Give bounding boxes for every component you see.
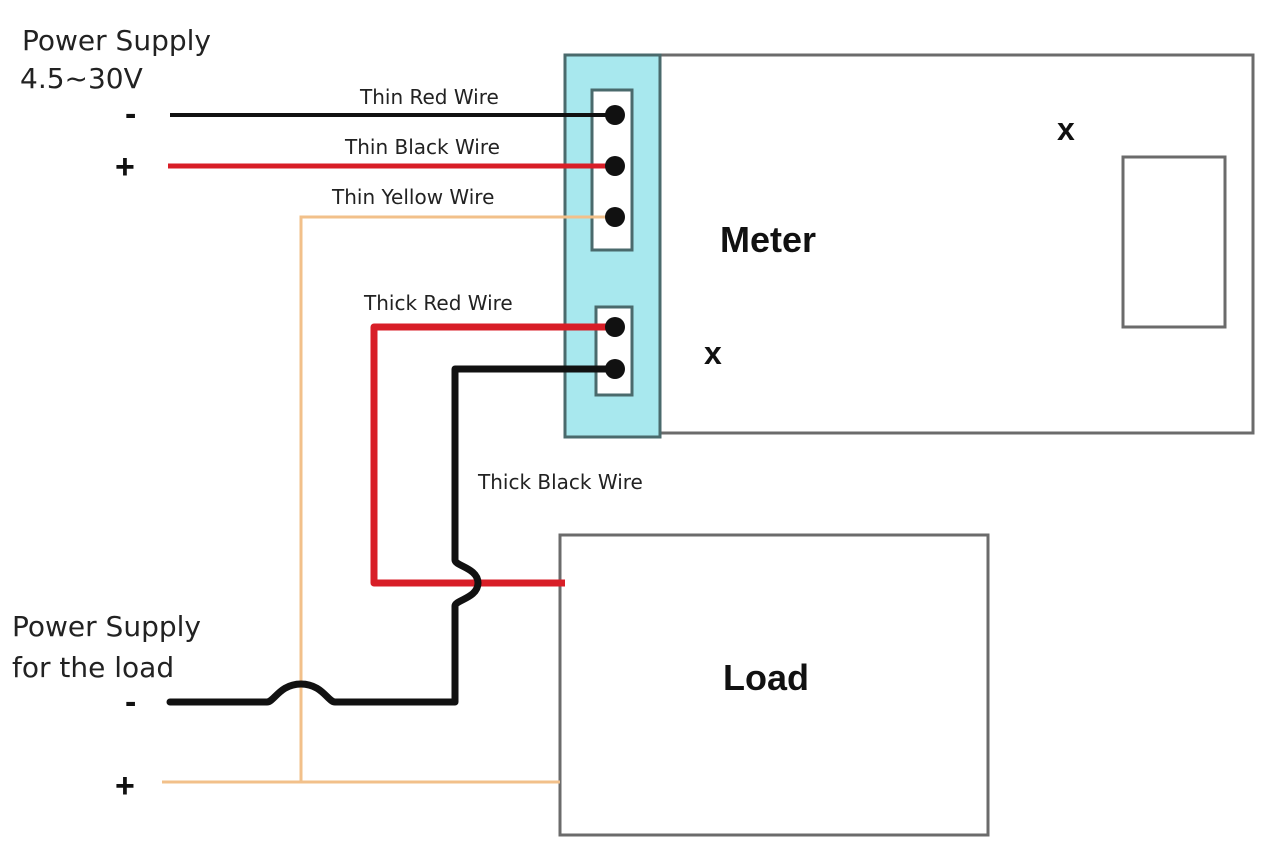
load-box xyxy=(558,533,990,837)
supply-plus-sign: + xyxy=(115,148,135,186)
load-label: Load xyxy=(723,657,809,698)
terminal-dot-thin-yellow xyxy=(605,207,625,227)
thick-red-wire-label: Thick Red Wire xyxy=(363,291,513,315)
terminal-dot-thin-red xyxy=(605,105,625,125)
load-supply-title-line2: for the load xyxy=(12,651,174,684)
load-supply-plus-sign: + xyxy=(115,767,135,805)
meter-label: Meter xyxy=(720,219,816,260)
thin-black-wire-label: Thin Black Wire xyxy=(344,135,500,159)
thin-red-wire-label: Thin Red Wire xyxy=(359,85,499,109)
thick-red-wire-line xyxy=(370,323,615,587)
meter-mark-top: x xyxy=(1057,111,1075,147)
thick-black-wire-line xyxy=(166,365,619,706)
supply-minus-sign: - xyxy=(125,95,136,133)
thick-black-wire-label: Thick Black Wire xyxy=(477,470,643,494)
current-terminal-strip xyxy=(594,305,634,397)
power-supply-title: Power Supply xyxy=(22,24,211,57)
thin-yellow-wire xyxy=(299,215,615,782)
thin-yellow-wire-label: Thin Yellow Wire xyxy=(331,185,494,209)
load-supply-title-line1: Power Supply xyxy=(12,610,201,643)
meter-display-window xyxy=(1121,155,1227,329)
terminal-dot-thin-black xyxy=(605,156,625,176)
terminal-dot-thick-black xyxy=(605,359,625,379)
load-supply-minus-sign: - xyxy=(125,683,136,721)
meter-mark-left: x xyxy=(704,335,722,371)
terminal-dot-thick-red xyxy=(605,317,625,337)
power-supply-voltage: 4.5~30V xyxy=(20,62,143,95)
